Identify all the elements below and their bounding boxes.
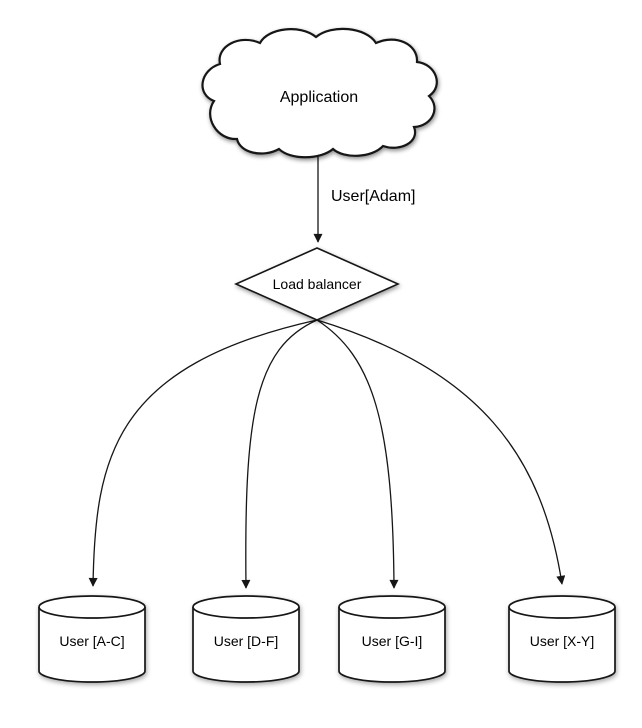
diamond-icon <box>234 247 400 321</box>
shard-node-g-i: User [G-I] <box>338 595 446 683</box>
application-label: Application <box>280 89 358 106</box>
cylinder-top-icon <box>192 595 300 619</box>
shard-label-d-f: User [D-F] <box>214 633 279 649</box>
request-edge-label: User[Adam] <box>331 188 415 205</box>
shard-node-d-f: User [D-F] <box>192 595 300 683</box>
database-cylinder-icon <box>38 607 146 683</box>
shard-label-x-y: User [X-Y] <box>530 633 595 649</box>
edges-group <box>88 150 566 589</box>
cylinder-top-icon <box>338 595 446 619</box>
shard-node-x-y: User [X-Y] <box>508 595 616 683</box>
shard-label-g-i: User [G-I] <box>362 633 423 649</box>
edge-loadbalancer-to-shard-x-y <box>316 319 566 585</box>
database-cylinder-icon <box>338 607 446 683</box>
database-cylinder-icon <box>508 607 616 683</box>
cloud-icon <box>201 27 438 159</box>
shard-label-a-c: User [A-C] <box>59 633 124 649</box>
cylinder-top-icon <box>38 595 146 619</box>
edge-loadbalancer-to-shard-a-c <box>88 319 318 587</box>
cylinder-top-icon <box>508 595 616 619</box>
shard-node-a-c: User [A-C] <box>38 595 146 683</box>
database-cylinder-icon <box>192 607 300 683</box>
edge-loadbalancer-to-shard-d-f <box>241 319 318 589</box>
load-balancer-label: Load balancer <box>273 276 362 292</box>
load-balancer-node: Load balancer <box>234 247 400 321</box>
edge-loadbalancer-to-shard-g-i <box>316 319 399 589</box>
application-cloud-node: Application <box>201 27 438 159</box>
